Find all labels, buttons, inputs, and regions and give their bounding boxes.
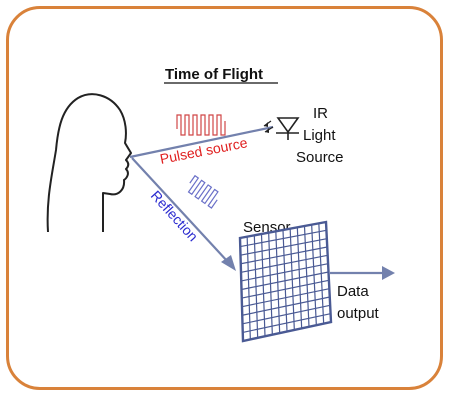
reflection-wave — [187, 174, 219, 209]
sensor-grid-line — [242, 313, 331, 334]
diagram-title: Time of Flight — [165, 66, 263, 83]
sensor-grid — [238, 220, 333, 343]
outer-frame — [6, 6, 443, 390]
data-output-arrowhead — [382, 266, 395, 280]
ir-label-line2: Light — [303, 127, 336, 144]
ir-label-line1: IR — [313, 105, 328, 122]
ir-label-line3: Source — [296, 149, 344, 166]
pulsed-wave — [176, 114, 226, 136]
data-output-line2: output — [337, 305, 380, 322]
ir-source-icon — [263, 117, 300, 140]
pulsed-source-label: Pulsed source — [159, 134, 249, 167]
emitted-ray — [129, 125, 274, 159]
reflection-arrow — [131, 157, 229, 263]
sensor-grid-line — [242, 304, 331, 325]
reflection-arrowhead — [221, 255, 236, 271]
head-silhouette — [46, 93, 132, 233]
data-output-line1: Data — [337, 283, 369, 300]
sensor-grid-line — [318, 223, 325, 324]
reflection-label: Reflection — [148, 187, 202, 244]
